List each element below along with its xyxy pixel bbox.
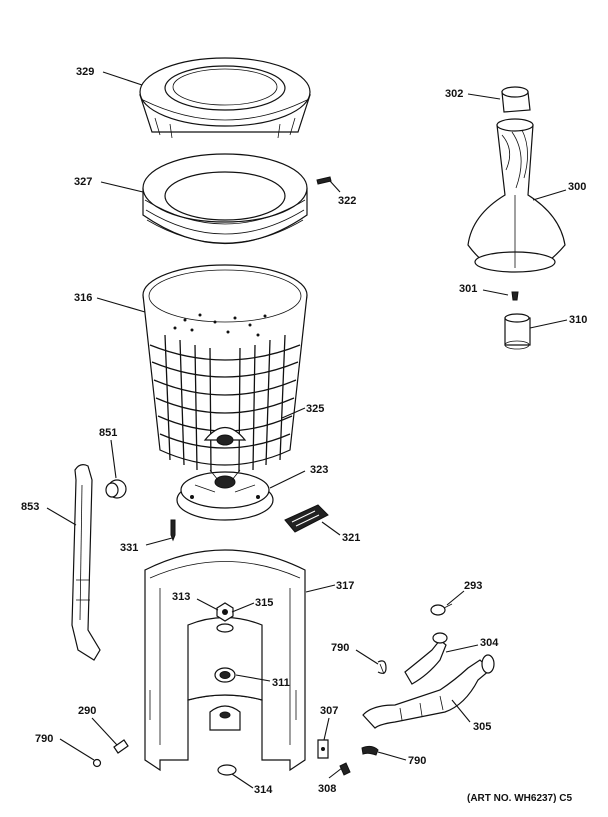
spring-290 — [113, 739, 129, 754]
callout-853: 853 — [21, 501, 39, 513]
basket-316 — [142, 264, 308, 473]
agitator-cap-302 — [501, 86, 531, 113]
callout-851: 851 — [99, 427, 117, 439]
art-number: (ART NO. WH6237) C5 — [467, 793, 572, 804]
outer-tub-317 — [144, 549, 306, 772]
callout-313: 313 — [172, 591, 190, 603]
callout-325: 325 — [306, 403, 324, 415]
callout-302: 302 — [445, 88, 463, 100]
clamp-790c — [377, 660, 387, 675]
screw-301 — [511, 291, 519, 301]
callout-304: 304 — [480, 637, 499, 649]
wedge-321 — [284, 504, 329, 533]
callout-311: 311 — [272, 677, 290, 689]
callout-labels: 329 327 322 316 325 851 853 323 321 331 … — [21, 66, 587, 796]
callout-790-bottom: 790 — [408, 755, 426, 767]
clamp-293 — [430, 603, 453, 616]
hose-304 — [404, 632, 448, 685]
callout-305: 305 — [473, 721, 491, 733]
screw-308 — [339, 762, 351, 776]
callout-300: 300 — [568, 181, 586, 193]
screw-322 — [316, 176, 332, 185]
bracket-307 — [317, 739, 329, 759]
clamp-790b — [361, 745, 379, 756]
leader-lines — [46, 71, 568, 789]
hub-323 — [176, 469, 274, 521]
callout-322: 322 — [338, 195, 356, 207]
callout-321: 321 — [342, 532, 360, 544]
seal-314 — [217, 764, 237, 776]
hose-853 — [71, 464, 101, 661]
callout-314: 314 — [254, 784, 273, 796]
callout-290: 290 — [78, 705, 96, 717]
callout-301: 301 — [459, 283, 477, 295]
callout-307: 307 — [320, 705, 338, 717]
callout-790-mid: 790 — [331, 642, 349, 654]
callout-331: 331 — [120, 542, 138, 554]
callout-310: 310 — [569, 314, 587, 326]
callout-327: 327 — [74, 176, 92, 188]
nut-313 — [216, 602, 234, 622]
callout-293: 293 — [464, 580, 482, 592]
coupling-310 — [504, 313, 531, 350]
callout-323: 323 — [310, 464, 328, 476]
screw-331 — [170, 519, 176, 542]
balance-ring-327 — [142, 153, 308, 245]
washer-315 — [216, 623, 234, 633]
clip-790a — [92, 758, 102, 768]
grommet-851 — [105, 479, 127, 499]
hose-305 — [362, 654, 495, 729]
callout-317: 317 — [336, 580, 354, 592]
callout-308: 308 — [318, 783, 336, 795]
callout-790-left: 790 — [35, 733, 53, 745]
callout-329: 329 — [76, 66, 94, 78]
callout-316: 316 — [74, 292, 92, 304]
agitator-300 — [467, 118, 566, 273]
tub-cover-329 — [139, 57, 311, 139]
callout-315: 315 — [255, 597, 273, 609]
